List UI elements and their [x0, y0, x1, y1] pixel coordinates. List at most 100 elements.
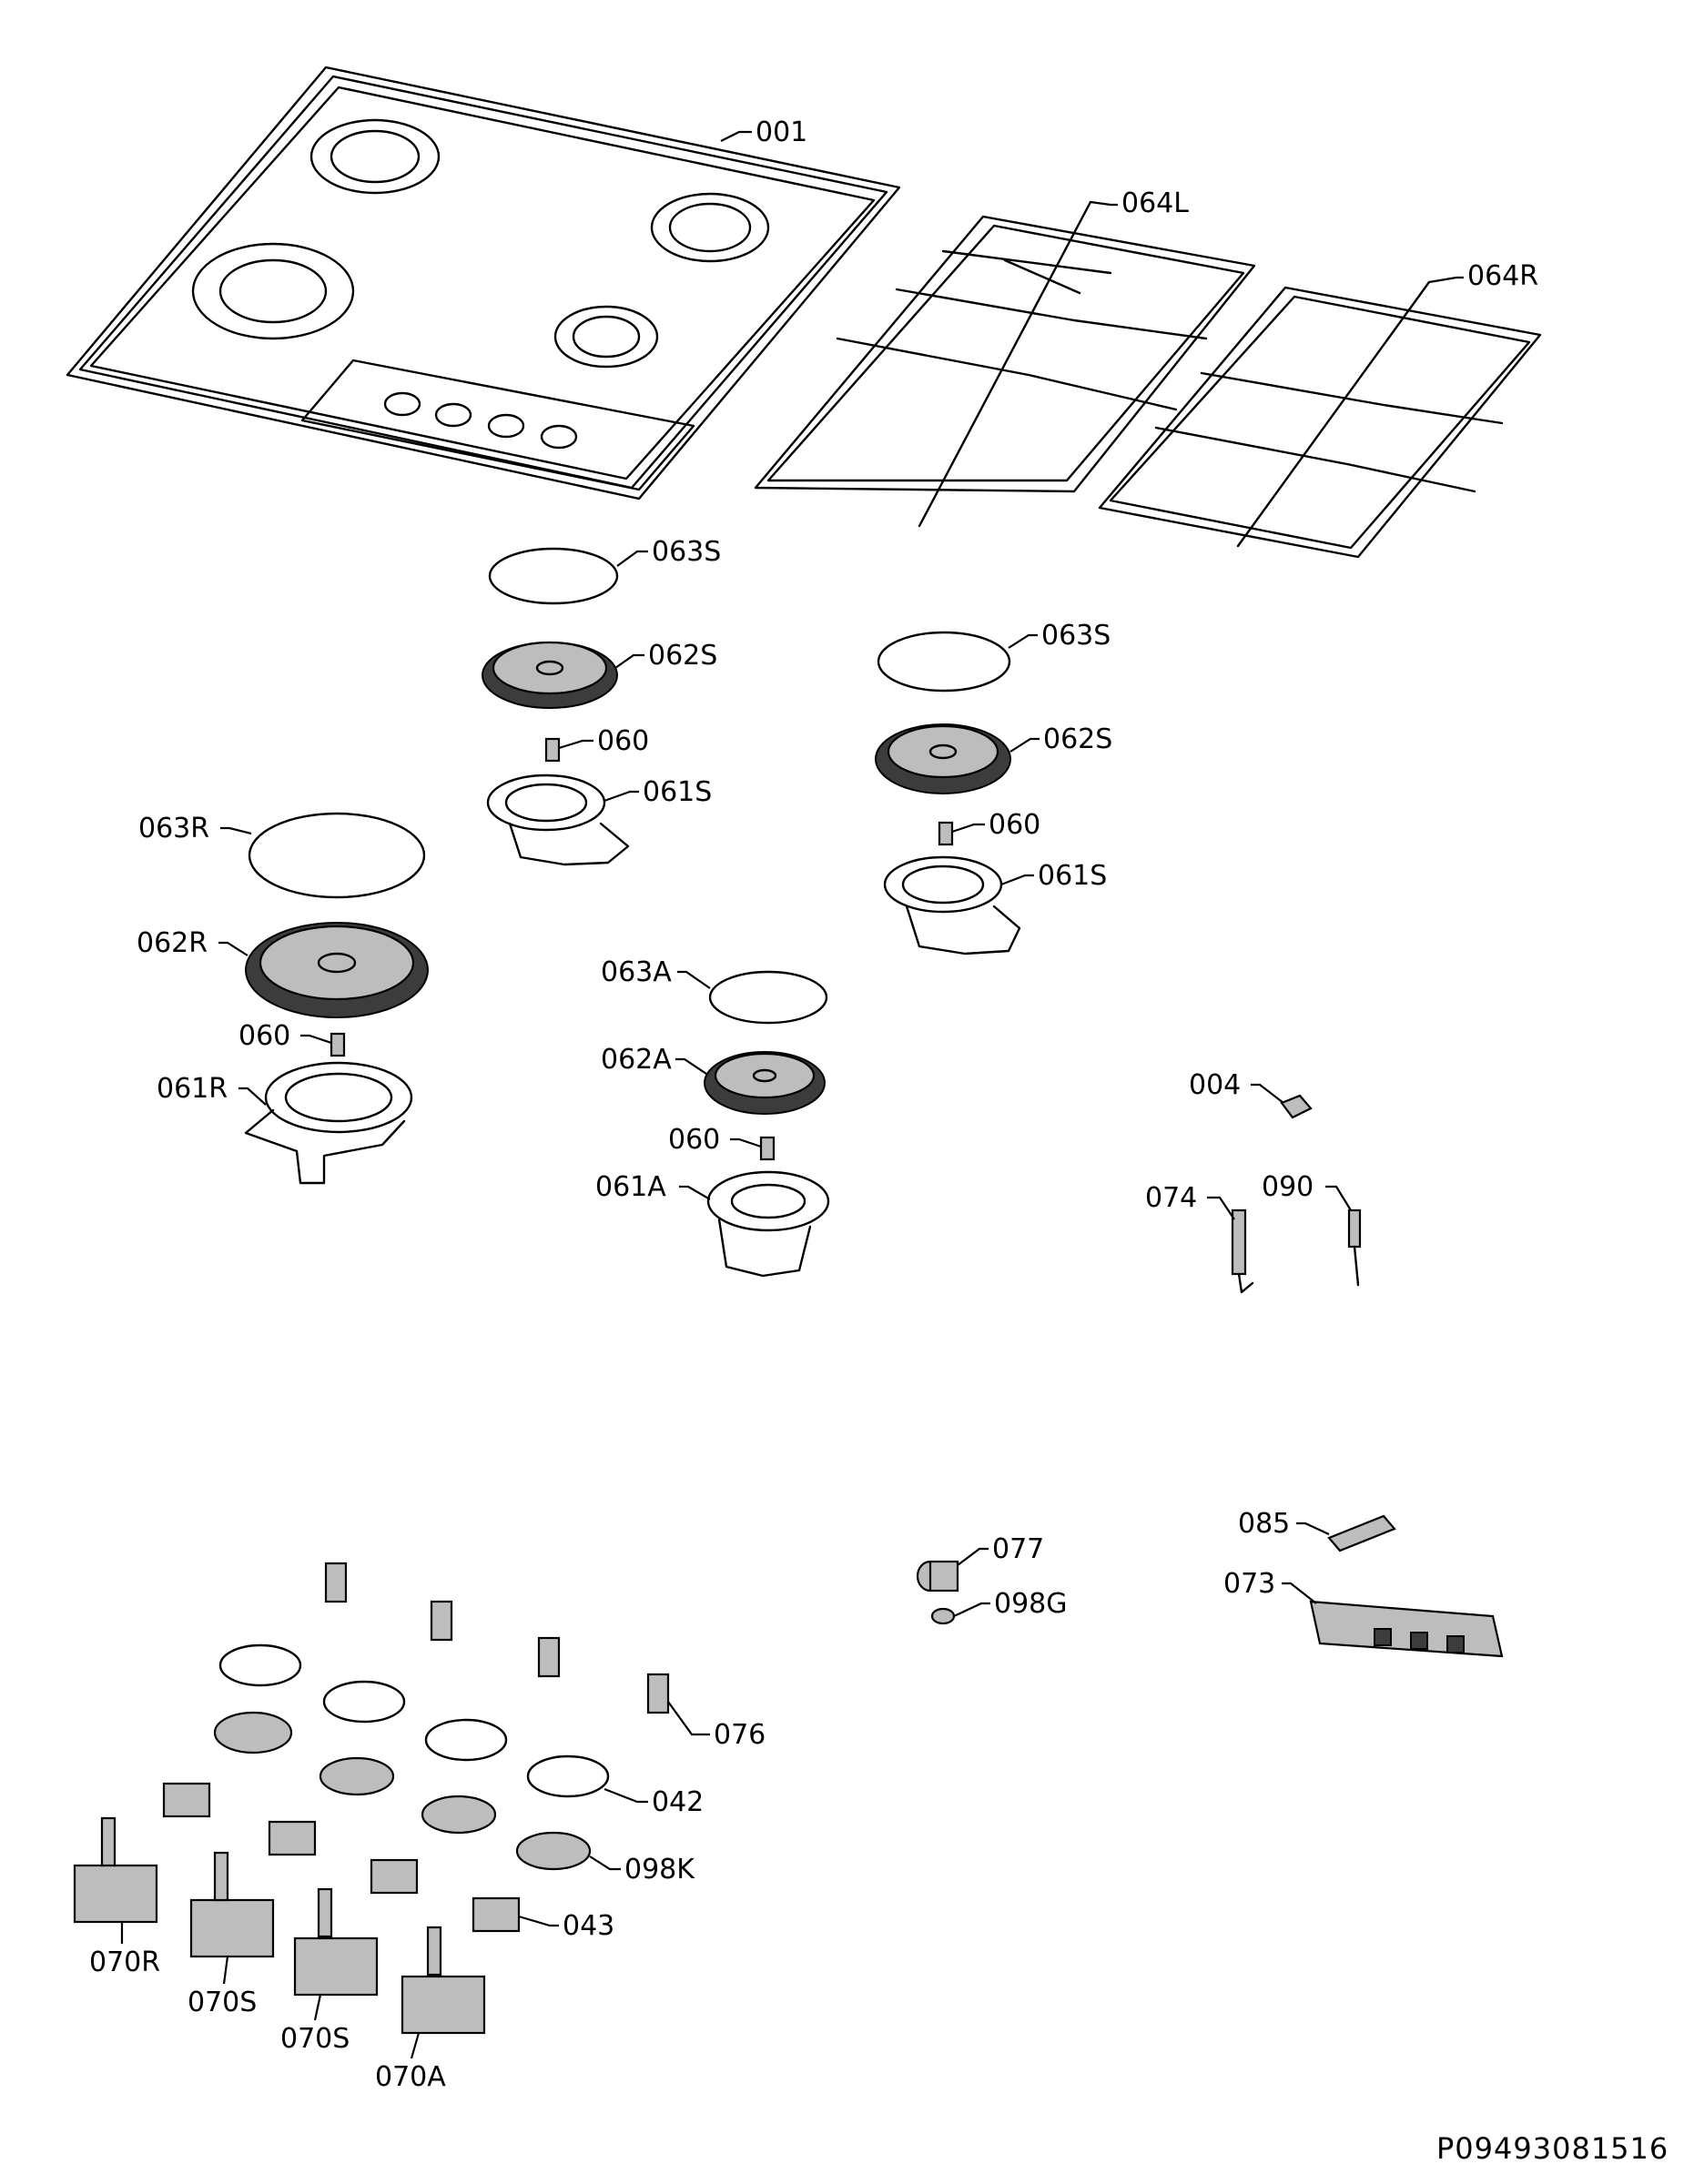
part-060-injector-c: [330, 1032, 346, 1057]
label-063S-b: 063S: [1041, 620, 1111, 652]
part-042-knobs: [218, 1643, 610, 1798]
callout-004: 004: [1189, 1069, 1284, 1104]
part-073-ignition-module: [1309, 1600, 1504, 1658]
label-060-a: 060: [597, 725, 649, 757]
part-043-microswitches: [162, 1782, 521, 1933]
label-063R: 063R: [138, 813, 209, 844]
part-077-elbow: [916, 1560, 959, 1592]
callout-062S-b: 062S: [1009, 723, 1112, 755]
callout-062R: 062R: [137, 927, 249, 959]
callout-060-d: 060: [668, 1124, 762, 1156]
callout-061S-a: 061S: [604, 776, 712, 808]
label-098K: 098K: [624, 1854, 695, 1886]
part-060-injector-a: [544, 737, 561, 763]
part-064L-pan-support: [754, 200, 1256, 528]
callout-070S-a: 070S: [188, 1956, 257, 2018]
callout-060-c: 060: [238, 1020, 332, 1052]
callout-064R: 064R: [1428, 260, 1538, 292]
part-085-bracket: [1327, 1514, 1396, 1552]
part-001-hob-top: [66, 66, 901, 500]
callout-060-b: 060: [951, 809, 1040, 841]
callout-098G: 098G: [953, 1588, 1068, 1620]
part-004-clip: [1280, 1094, 1313, 1119]
label-090: 090: [1262, 1171, 1314, 1203]
label-004: 004: [1189, 1069, 1241, 1101]
label-061A: 061A: [595, 1171, 666, 1203]
label-060-b: 060: [989, 809, 1040, 841]
label-042: 042: [652, 1786, 704, 1818]
callout-043: 043: [518, 1910, 614, 1942]
part-064R-pan-support: [1098, 280, 1542, 559]
part-063A-cap: [708, 970, 828, 1025]
callout-077: 077: [957, 1533, 1044, 1566]
label-077: 077: [992, 1533, 1044, 1565]
label-063A: 063A: [601, 956, 672, 988]
callout-062A: 062A: [601, 1044, 707, 1076]
label-074: 074: [1145, 1182, 1197, 1214]
label-062S-b: 062S: [1043, 723, 1112, 755]
callout-062S-a: 062S: [614, 640, 717, 672]
part-061R-base: [244, 1061, 413, 1185]
callout-074: 074: [1145, 1182, 1235, 1220]
label-001: 001: [756, 116, 807, 148]
part-062S-crown-b: [875, 723, 1011, 794]
label-070A: 070A: [375, 2061, 446, 2093]
label-073: 073: [1223, 1568, 1275, 1600]
part-062S-crown-a: [482, 641, 618, 709]
label-085: 085: [1238, 1508, 1290, 1540]
label-060-d: 060: [668, 1124, 720, 1156]
label-063S-a: 063S: [652, 536, 721, 568]
callout-060-a: 060: [558, 725, 649, 757]
callout-070S-b: 070S: [280, 1994, 350, 2055]
callout-090: 090: [1262, 1171, 1352, 1211]
label-098G: 098G: [994, 1588, 1068, 1620]
label-064R: 064R: [1467, 260, 1538, 292]
label-076: 076: [714, 1719, 766, 1751]
part-061A-base: [706, 1170, 830, 1278]
part-098K-bezels: [213, 1711, 592, 1871]
document-id: P09493081516: [1436, 2131, 1669, 2166]
callout-061A: 061A: [595, 1171, 711, 1203]
label-043: 043: [563, 1910, 614, 1942]
label-070S-a: 070S: [188, 1987, 257, 2018]
callout-061S-b: 061S: [1000, 860, 1107, 892]
callout-070A: 070A: [375, 2032, 446, 2093]
part-062A-crown: [704, 1051, 826, 1115]
label-064L: 064L: [1121, 187, 1189, 219]
part-060-injector-d: [759, 1136, 776, 1161]
callout-076: 076: [667, 1701, 766, 1751]
part-061S-base-b: [883, 855, 1021, 956]
callout-063R: 063R: [138, 813, 252, 844]
label-061S-b: 061S: [1038, 860, 1107, 892]
part-070-gas-taps: [73, 1816, 486, 2035]
label-061R: 061R: [157, 1073, 228, 1105]
part-063S-cap-a: [488, 547, 619, 605]
callout-063S-a: 063S: [616, 536, 721, 568]
part-062R-crown: [245, 922, 429, 1018]
callout-063A: 063A: [601, 956, 711, 989]
label-062S-a: 062S: [648, 640, 717, 672]
callout-061R: 061R: [157, 1073, 267, 1106]
part-063R-cap: [248, 812, 426, 899]
callout-073: 073: [1223, 1568, 1317, 1604]
part-098G-washer: [930, 1607, 956, 1625]
callout-070R: 070R: [89, 1922, 160, 1978]
callout-098K: 098K: [589, 1854, 695, 1886]
part-060-injector-b: [938, 821, 954, 846]
part-076-brackets: [324, 1562, 670, 1714]
label-061S-a: 061S: [643, 776, 712, 808]
callout-042: 042: [604, 1786, 704, 1818]
label-060-c: 060: [238, 1020, 290, 1052]
label-062R: 062R: [137, 927, 208, 959]
part-061S-base-a: [486, 774, 630, 866]
callout-085: 085: [1238, 1508, 1330, 1540]
label-062A: 062A: [601, 1044, 672, 1076]
part-063S-cap-b: [877, 631, 1011, 693]
part-074-electrode: [1231, 1208, 1254, 1294]
label-070S-b: 070S: [280, 2023, 350, 2055]
part-090-thermocouple: [1347, 1208, 1362, 1287]
callout-064L: 064L: [1090, 187, 1189, 219]
label-070R: 070R: [89, 1946, 160, 1978]
callout-063S-b: 063S: [1008, 620, 1111, 652]
